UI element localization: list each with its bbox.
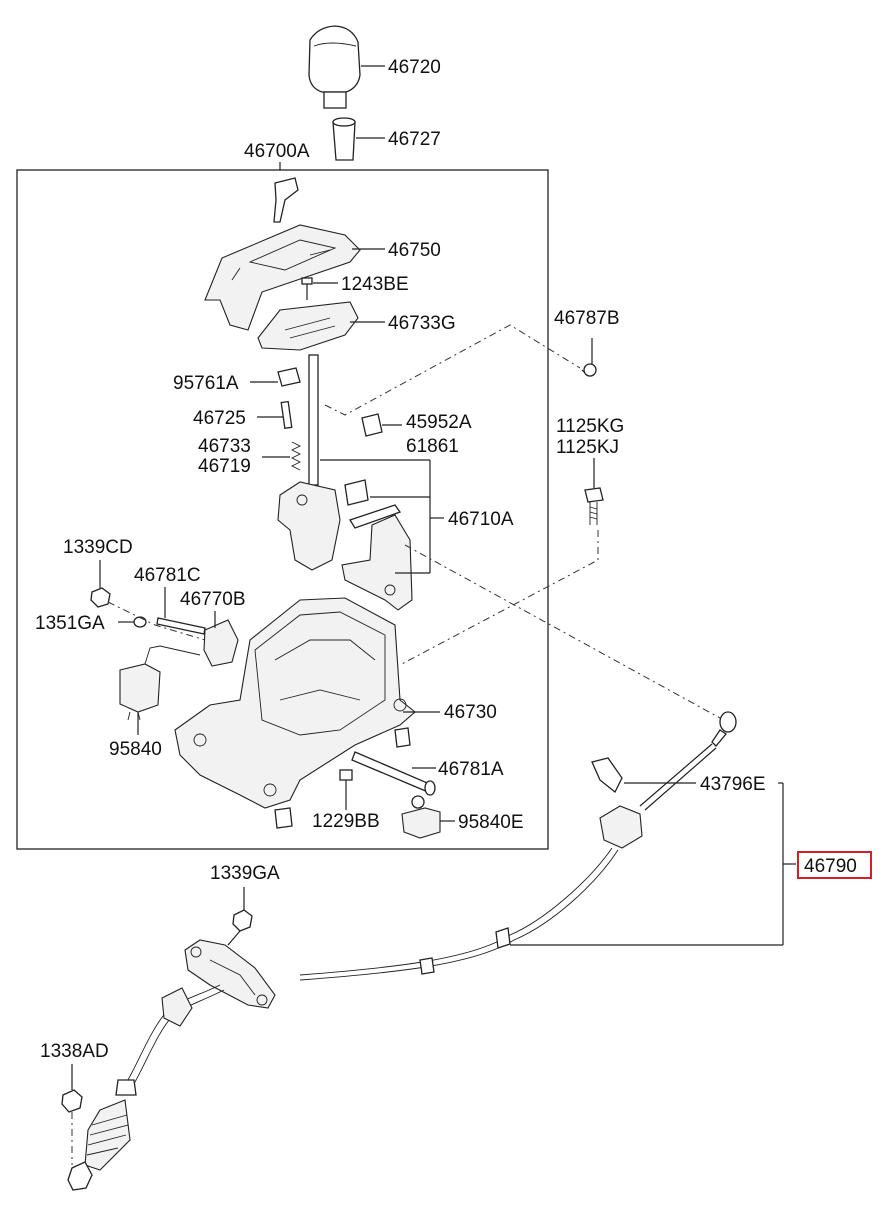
shift-cable-part[interactable] bbox=[67, 711, 737, 1191]
label-46725[interactable]: 46725 bbox=[193, 408, 246, 429]
pin-46781a-part[interactable] bbox=[351, 751, 436, 796]
label-46781c[interactable]: 46781C bbox=[134, 565, 201, 586]
label-46733g[interactable]: 46733G bbox=[388, 313, 456, 334]
clip-45952a-part[interactable] bbox=[361, 413, 383, 437]
bolt-46787b-part[interactable] bbox=[581, 363, 597, 377]
base-bracket-part[interactable] bbox=[174, 597, 416, 809]
nut-1338ad-part[interactable] bbox=[61, 1089, 83, 1113]
label-46770b[interactable]: 46770B bbox=[180, 589, 246, 610]
shift-lever-rod-part[interactable] bbox=[308, 354, 319, 486]
nut-1339ga-part[interactable] bbox=[232, 909, 253, 932]
clip-small-part[interactable] bbox=[394, 727, 411, 748]
pin-46781c-part[interactable] bbox=[156, 617, 206, 635]
solenoid-95840-part[interactable] bbox=[119, 645, 201, 721]
label-95840e[interactable]: 95840E bbox=[458, 812, 524, 833]
label-43796e[interactable]: 43796E bbox=[700, 774, 766, 795]
label-46727[interactable]: 46727 bbox=[388, 129, 441, 150]
label-1338ad[interactable]: 1338AD bbox=[40, 1041, 109, 1062]
clip-95761a-part[interactable] bbox=[277, 367, 301, 387]
lever-assembly-part[interactable] bbox=[277, 479, 413, 611]
label-1229bb[interactable]: 1229BB bbox=[312, 811, 380, 832]
label-1243be[interactable]: 1243BE bbox=[341, 274, 409, 295]
indicator-plate-part[interactable] bbox=[257, 301, 359, 351]
label-46710a[interactable]: 46710A bbox=[448, 509, 514, 530]
label-46790[interactable]: 46790 bbox=[804, 856, 857, 877]
label-1339ga[interactable]: 1339GA bbox=[210, 863, 280, 884]
clip-base-part[interactable] bbox=[274, 807, 293, 829]
label-95840[interactable]: 95840 bbox=[109, 739, 162, 760]
shift-knob-part[interactable] bbox=[308, 25, 361, 109]
label-46720[interactable]: 46720 bbox=[388, 57, 441, 78]
label-46781a[interactable]: 46781A bbox=[438, 759, 504, 780]
label-46719[interactable]: 46719 bbox=[198, 456, 251, 477]
pin-46725-part[interactable] bbox=[280, 400, 293, 430]
label-95761a[interactable]: 95761A bbox=[173, 373, 239, 394]
label-61861[interactable]: 61861 bbox=[406, 436, 459, 457]
indicator-cover-part[interactable] bbox=[204, 177, 361, 331]
assembly-frame bbox=[16, 169, 549, 850]
washer-1351ga-part[interactable] bbox=[133, 616, 147, 628]
label-46787b[interactable]: 46787B bbox=[554, 308, 620, 329]
solenoid-95840e-part[interactable] bbox=[401, 795, 441, 839]
label-1125kj[interactable]: 1125KJ bbox=[556, 437, 619, 458]
highlight-box-46790 bbox=[797, 851, 872, 879]
lock-46770b-part[interactable] bbox=[203, 619, 239, 667]
label-46750[interactable]: 46750 bbox=[388, 240, 441, 261]
knob-boot-part[interactable] bbox=[332, 117, 356, 161]
spring-46733-part[interactable] bbox=[290, 441, 302, 471]
label-46733[interactable]: 46733 bbox=[198, 436, 251, 457]
bolt-1125kg-part[interactable] bbox=[584, 487, 604, 525]
label-1125kg[interactable]: 1125KG bbox=[556, 416, 624, 437]
label-1351ga[interactable]: 1351GA bbox=[35, 613, 105, 634]
nut-1339cd-part[interactable] bbox=[90, 587, 111, 608]
label-1339cd[interactable]: 1339CD bbox=[63, 537, 133, 558]
label-45952a[interactable]: 45952A bbox=[406, 412, 472, 433]
bolt-1229bb-part[interactable] bbox=[339, 769, 353, 790]
label-46700a[interactable]: 46700A bbox=[244, 141, 310, 162]
screw-1243be-part[interactable] bbox=[301, 277, 313, 300]
label-46730[interactable]: 46730 bbox=[444, 702, 497, 723]
